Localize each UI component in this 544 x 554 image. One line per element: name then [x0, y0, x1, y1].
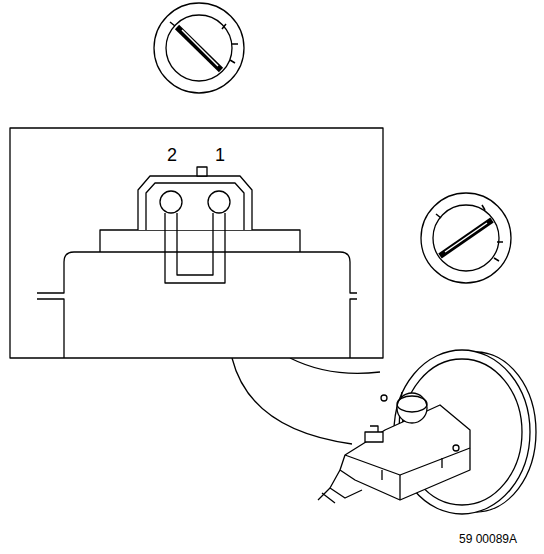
- reservoir-detail: [37, 230, 357, 358]
- figure-number: 59 00089A: [459, 533, 517, 545]
- callout-tail: [290, 358, 380, 373]
- cap-icon: [154, 3, 244, 93]
- level-switch-connector: [138, 167, 252, 283]
- inset-frame: [10, 128, 383, 358]
- master-cylinder: [318, 393, 470, 503]
- pin-number: 1: [215, 146, 225, 164]
- callout-tail: [232, 358, 352, 444]
- pin-number: 2: [167, 146, 177, 164]
- cap-icon: [421, 193, 511, 283]
